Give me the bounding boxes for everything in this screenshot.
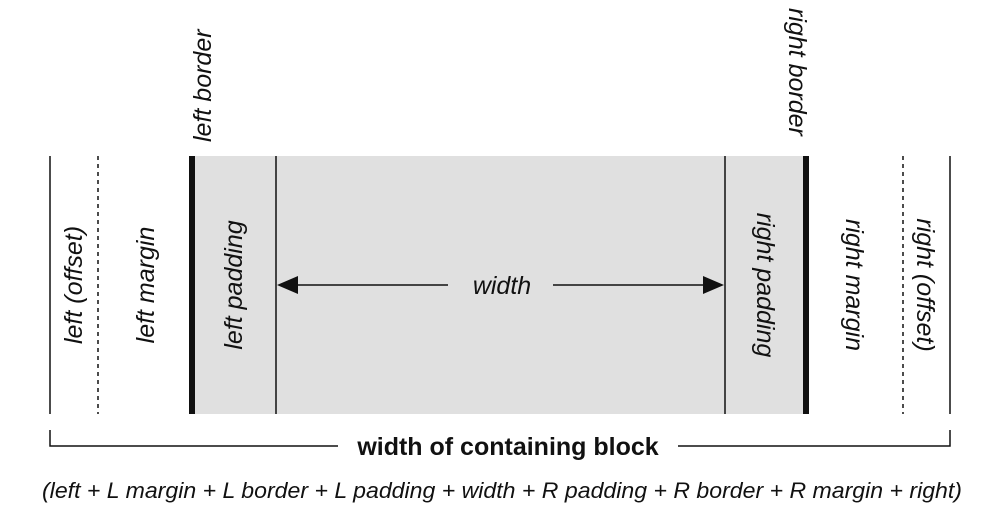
left-margin-label: left margin [132,227,160,344]
width-arrow-right-head [703,276,724,294]
left-padding-label: left padding [220,220,248,349]
right-offset-label: right (offset) [911,218,939,351]
left-offset-label: left (offset) [60,226,88,344]
left-border-label: left border [189,28,217,142]
containing-block-bracket-right [678,430,951,447]
width-label: width [473,272,531,300]
right-border-label: right border [783,8,811,138]
width-formula: (left + L margin + L border + L padding … [42,478,962,503]
containing-block-bracket-left [49,430,338,447]
width-arrow-left-head [277,276,298,294]
right-margin-label: right margin [840,219,868,351]
containing-block-title: width of containing block [356,433,658,461]
right-padding-label: right padding [751,213,779,358]
